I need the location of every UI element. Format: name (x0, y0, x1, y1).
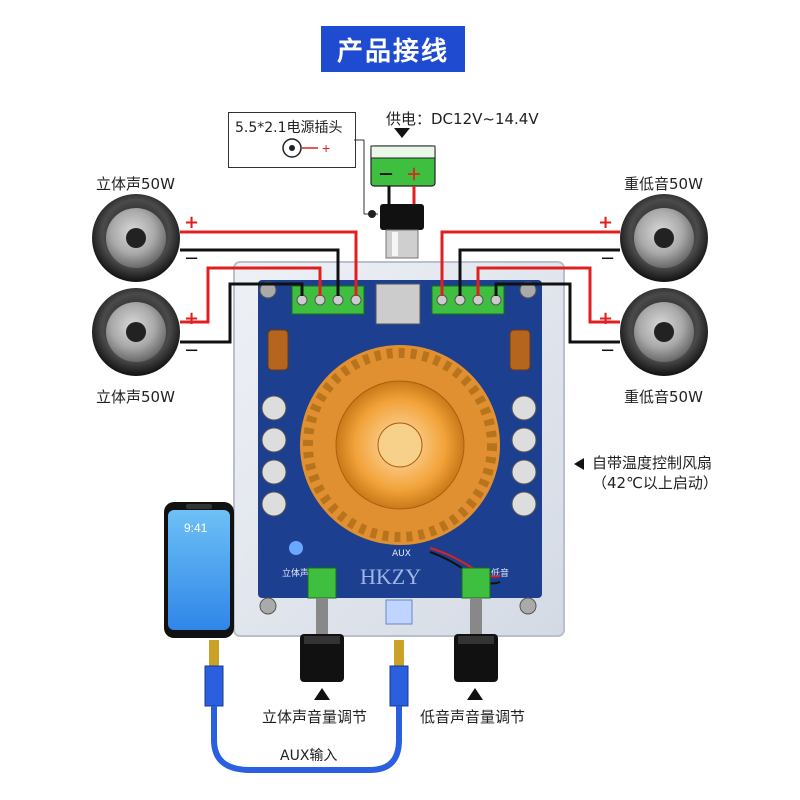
board-logo: HKZY (360, 564, 421, 589)
heatsink-fan (300, 345, 500, 545)
board-stereo-silk: 立体声 (282, 567, 309, 579)
terminal-minus: － (378, 165, 394, 184)
speaker-label-right-top: 重低音50W (624, 175, 703, 193)
aux-input-label: AUX输入 (280, 748, 338, 764)
speaker-right-top (620, 194, 708, 282)
speaker-label-left-bottom: 立体声50W (96, 388, 175, 406)
phone-clock: 9:41 (184, 521, 208, 535)
speaker-label-right-bottom: 重低音50W (624, 388, 703, 406)
polarity-plus: + (598, 308, 613, 329)
stereo-volume-label: 立体声音量调节 (262, 708, 368, 726)
arrow-down-icon (394, 128, 410, 138)
bass-volume-label: 低音声音量调节 (420, 708, 526, 726)
smartphone (164, 502, 234, 638)
dc-plug-icon (282, 138, 318, 158)
stereo-pot (307, 567, 337, 599)
fan-note-line1: 自带温度控制风扇 (592, 454, 713, 472)
speaker-right-bottom (620, 288, 708, 376)
polarity-minus: − (184, 248, 199, 269)
speaker-left-bottom (92, 288, 180, 376)
speaker-label-left-top: 立体声50W (96, 175, 175, 193)
arrow-left-icon (574, 458, 584, 470)
speaker-terminal-left (291, 285, 365, 315)
polarity-minus: − (600, 248, 615, 269)
polarity-minus: − (600, 340, 615, 361)
aux-cable (204, 640, 409, 773)
led-indicator (289, 541, 303, 555)
stereo-volume-knob[interactable] (300, 634, 344, 682)
power-plug-label: 5.5*2.1电源插头 (235, 120, 343, 136)
fan-note-line2: （42℃以上启动） (592, 474, 718, 492)
power-terminal (370, 145, 436, 187)
bass-volume-knob[interactable] (454, 634, 498, 682)
power-supply-label: 供电：DC12V~14.4V (386, 110, 539, 128)
aux-jack (385, 599, 413, 625)
arrow-up-icon (467, 688, 483, 700)
dc-barrel-plug (380, 204, 424, 259)
polarity-plus: + (598, 212, 613, 233)
polarity-plus: + (184, 308, 199, 329)
arrow-up-icon (314, 688, 330, 700)
board-aux-silk: AUX (392, 549, 411, 559)
polarity-plus: + (184, 212, 199, 233)
dc-jack (375, 283, 421, 325)
screw-icon (259, 281, 537, 615)
page-title: 产品接线 (321, 26, 465, 72)
polarity-minus: − (184, 340, 199, 361)
capacitor-icon (261, 395, 537, 517)
inductor-icon (267, 329, 531, 371)
speaker-left-top (92, 194, 180, 282)
plug-plus-sign: + (322, 140, 330, 156)
terminal-plus: ＋ (406, 165, 422, 184)
bass-pot (461, 567, 491, 599)
